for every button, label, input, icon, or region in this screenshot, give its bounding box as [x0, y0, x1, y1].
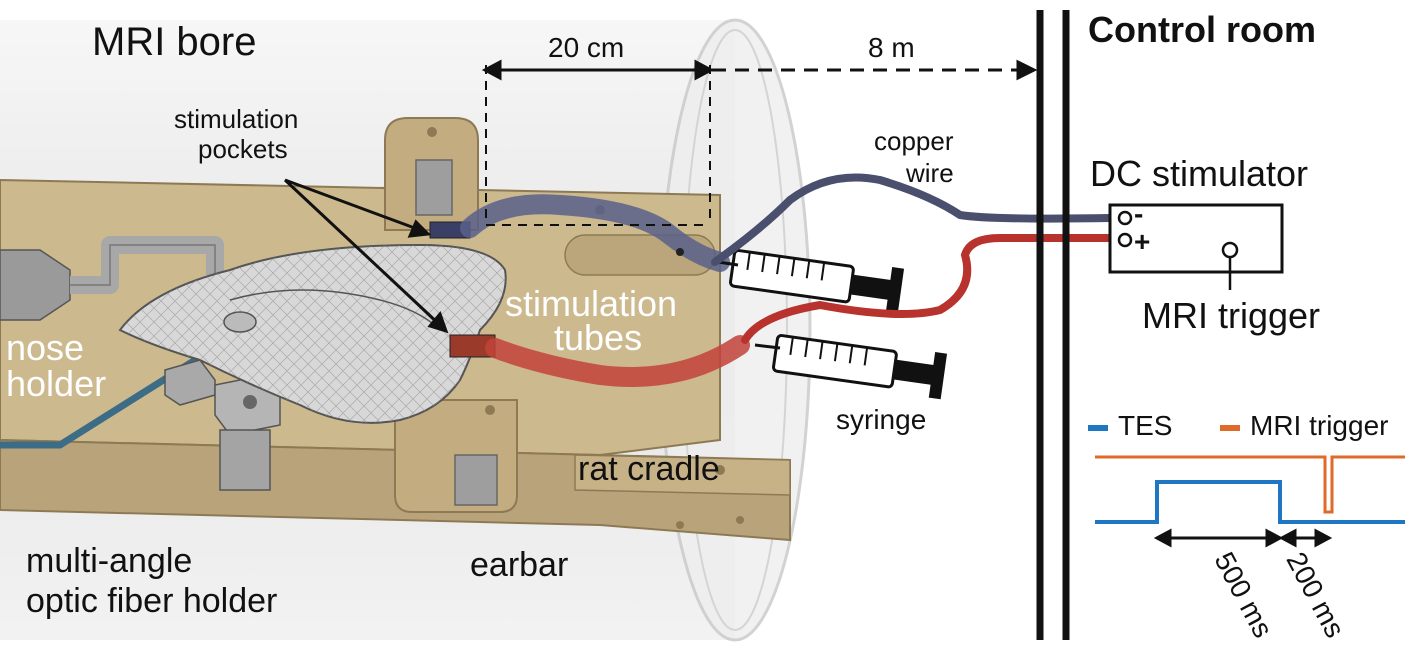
trigger-port — [1221, 241, 1239, 259]
terminal-negative — [1117, 210, 1133, 226]
copper-wire-label-1: copper — [874, 126, 954, 156]
nose-holder-label-2: holder — [6, 363, 107, 404]
rat-cradle-label: rat cradle — [578, 450, 720, 488]
stim-tubes-label-2: tubes — [554, 317, 643, 358]
syringe-bottom — [754, 334, 948, 400]
copper-wire-label-2: wire — [906, 158, 954, 188]
stim-pockets-label-2: pockets — [198, 134, 288, 164]
tes-trace — [1095, 480, 1405, 524]
rat-skull — [118, 243, 507, 424]
syringe-label: syringe — [836, 404, 927, 435]
minus-sign: - — [1134, 198, 1144, 229]
trigger-trace — [1095, 455, 1405, 514]
earbar-label: earbar — [470, 546, 569, 584]
fiber-holder-label-2: optic fiber holder — [26, 582, 278, 620]
dc-stimulator-label: DC stimulator — [1090, 153, 1309, 194]
nose-holder-label-1: nose — [6, 327, 85, 368]
dc-stimulator-box — [1108, 203, 1284, 274]
stim-pockets-label-1: stimulation — [174, 104, 299, 134]
earbar-top — [384, 117, 479, 231]
fiber-holder-label-1: multi-angle — [26, 542, 193, 580]
syringe-top — [717, 249, 905, 315]
dimension-20cm — [481, 59, 715, 226]
stimulation-tube-negative — [460, 194, 730, 272]
terminal-positive — [1117, 232, 1133, 248]
dim-20cm-label: 20 cm — [548, 32, 625, 63]
mri-trigger-label: MRI trigger — [1142, 295, 1321, 336]
optic-fiber-holder — [0, 332, 281, 491]
copper-wire-positive — [741, 234, 1114, 344]
stimulation-tube-positive — [485, 335, 750, 387]
copper-wire-negative — [711, 173, 1114, 266]
timing-diagram — [1088, 425, 1405, 548]
legend-tes-label: TES — [1118, 410, 1173, 441]
mri-bore-label: MRI bore — [92, 20, 257, 64]
nose-holder — [0, 236, 224, 321]
pointer-arrows — [283, 178, 449, 334]
earbar-bottom — [394, 399, 518, 513]
stim-tubes-label-1: stimulation — [505, 283, 678, 324]
legend-trigger-label: MRI trigger — [1250, 410, 1389, 441]
plus-sign: + — [1134, 226, 1151, 257]
control-room-label: Control room — [1088, 9, 1316, 50]
dimension-8m — [712, 59, 1038, 81]
dim-8m-label: 8 m — [868, 32, 915, 63]
